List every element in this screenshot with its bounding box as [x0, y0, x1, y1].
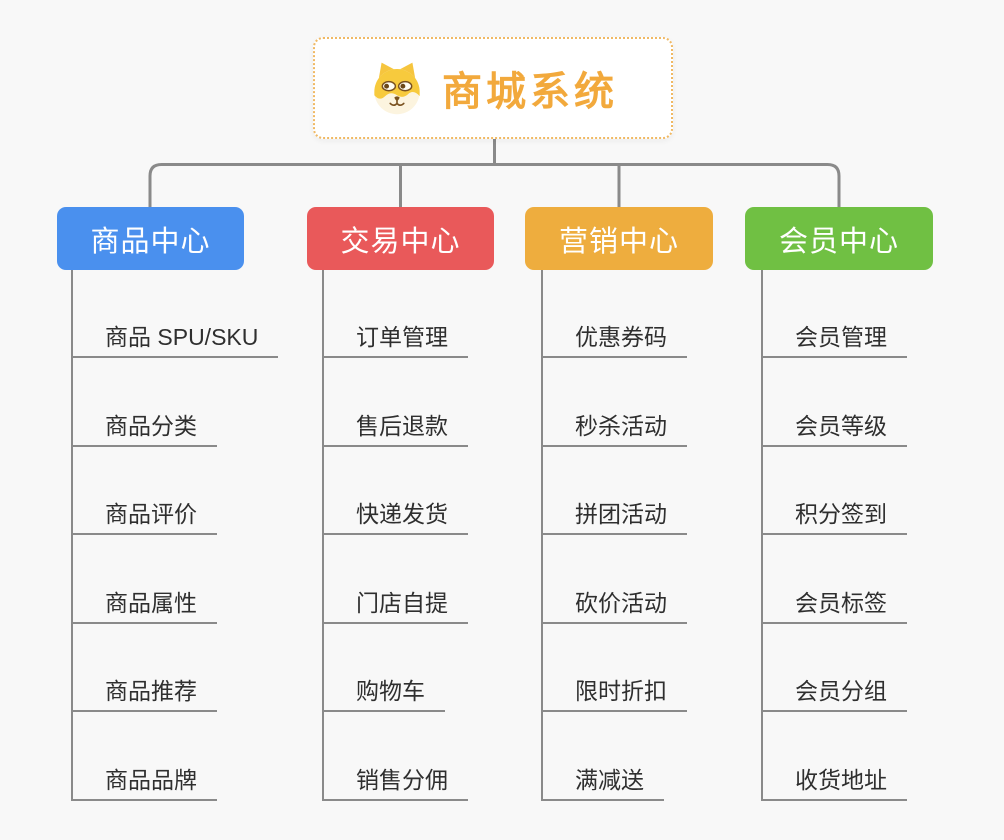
leaf-node[interactable]: 购物车	[322, 675, 445, 712]
leaf-node[interactable]: 限时折扣	[541, 675, 687, 712]
leaf-node[interactable]: 收货地址	[761, 764, 907, 801]
branch-bus-line	[148, 163, 841, 207]
branch-product-center[interactable]: 商品中心	[57, 207, 244, 270]
leaf-node[interactable]: 快递发货	[322, 498, 468, 535]
leaf-node[interactable]: 门店自提	[322, 587, 468, 624]
leaf-node[interactable]: 商品品牌	[71, 764, 217, 801]
leaf-node[interactable]: 售后退款	[322, 410, 468, 447]
leaf-node[interactable]: 商品推荐	[71, 675, 217, 712]
leaf-node[interactable]: 销售分佣	[322, 764, 468, 801]
leaf-node[interactable]: 会员分组	[761, 675, 907, 712]
branch-marketing-center[interactable]: 营销中心	[525, 207, 713, 270]
root-node[interactable]: 商城系统	[313, 37, 673, 139]
leaf-node[interactable]: 砍价活动	[541, 587, 687, 624]
leaf-node[interactable]: 商品评价	[71, 498, 217, 535]
leaf-node[interactable]: 积分签到	[761, 498, 907, 535]
leaf-node[interactable]: 会员等级	[761, 410, 907, 447]
leaf-node[interactable]: 秒杀活动	[541, 410, 687, 447]
branch-member-center[interactable]: 会员中心	[745, 207, 933, 270]
leaf-node[interactable]: 订单管理	[322, 321, 468, 358]
leaf-node[interactable]: 商品分类	[71, 410, 217, 447]
leaf-node[interactable]: 满减送	[541, 764, 664, 801]
leaf-node[interactable]: 优惠券码	[541, 321, 687, 358]
leaf-node[interactable]: 会员标签	[761, 587, 907, 624]
leaf-node[interactable]: 商品 SPU/SKU	[71, 321, 279, 358]
leaf-node[interactable]: 拼团活动	[541, 498, 687, 535]
leaf-node[interactable]: 商品属性	[71, 587, 217, 624]
root-title: 商城系统	[442, 70, 618, 114]
leaf-node[interactable]: 会员管理	[761, 321, 907, 358]
dog-face-icon	[368, 59, 426, 117]
branch-trade-center[interactable]: 交易中心	[307, 207, 494, 270]
